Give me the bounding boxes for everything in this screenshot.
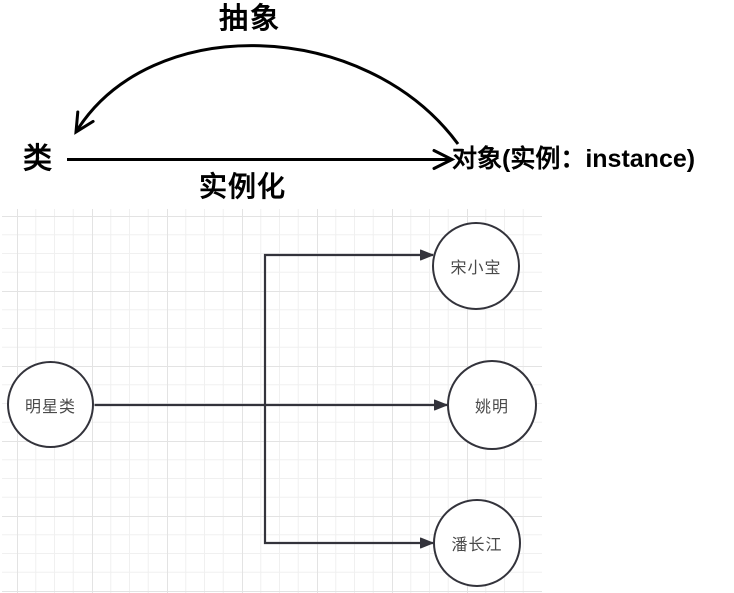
instance-node-label-0: 宋小宝	[450, 260, 502, 277]
object-instance-label: 对象(实例：instance)	[452, 145, 696, 173]
instance-node-circle-0[interactable]: 宋小宝	[432, 222, 520, 310]
class-label: 类	[23, 143, 53, 175]
instance-node-label-1: 姚明	[474, 399, 509, 416]
instance-node-circle-2[interactable]: 潘长江	[433, 499, 521, 587]
class-node-label: 明星类	[24, 398, 76, 416]
abstraction-label: 抽象	[218, 3, 282, 35]
abstraction-curve-arrow	[74, 44, 460, 145]
connector-class-to-instance-0[interactable]	[263, 249, 434, 405]
class-node-circle[interactable]: 明星类	[7, 361, 94, 448]
instance-node-label-2: 潘长江	[451, 537, 503, 554]
instantiation-label: 实例化	[199, 171, 287, 202]
instance-node-circle-1[interactable]: 姚明	[447, 360, 537, 450]
connector-class-to-instance-2[interactable]	[263, 405, 434, 549]
